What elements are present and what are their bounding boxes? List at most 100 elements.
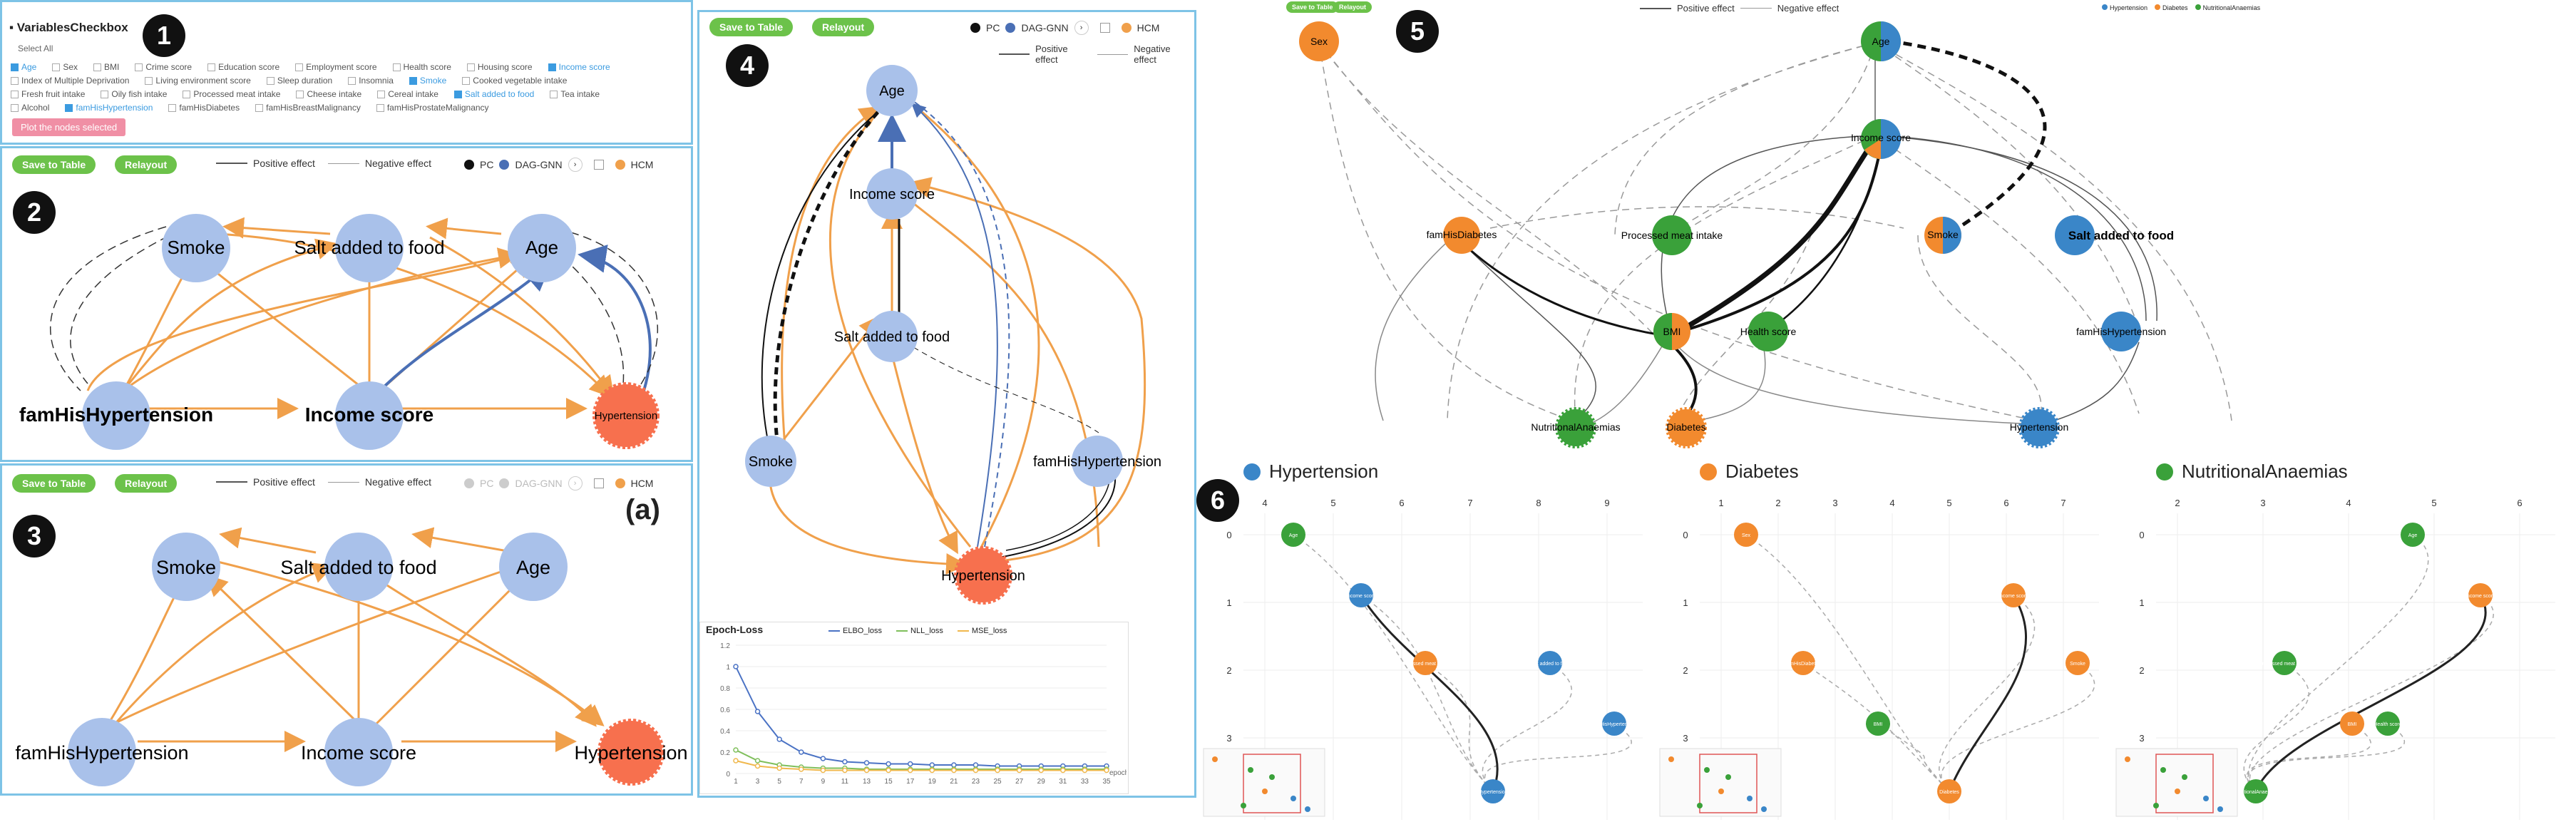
checkbox-unchecked[interactable] [296,90,304,98]
subgraph-node-age[interactable] [1281,523,1305,547]
variable-checkbox[interactable]: Salt added to food [453,89,534,99]
chevron-right-icon[interactable]: › [568,158,583,172]
variable-checkbox[interactable]: Education score [207,62,279,72]
p4-node-smoke[interactable]: Smoke [749,454,793,470]
variable-checkbox[interactable]: Oily fish intake [101,89,167,99]
p5-node-anaem[interactable]: NutritionalAnaemias [1531,421,1620,433]
subgraph-node-bmi[interactable] [2340,711,2364,736]
subgraph-node-income[interactable] [1349,583,1373,607]
loss-legend-item[interactable]: ELBO_loss [828,627,882,635]
checkbox-unchecked[interactable] [295,63,304,71]
dag-gnn-toggle-3[interactable] [499,478,510,488]
save-to-table-button-3[interactable]: Save to Table [12,474,96,493]
subgraph-node-health[interactable] [2376,711,2400,736]
checkbox-checked[interactable] [409,76,417,85]
checkbox-unchecked[interactable] [11,90,19,98]
select-all-link[interactable]: Select All [18,43,53,53]
variable-checkbox[interactable]: Sex [52,62,78,72]
subgraph-node-anaem[interactable] [2244,779,2268,803]
minimap[interactable] [1659,748,1782,817]
variable-checkbox[interactable]: Crime score [135,62,192,72]
variable-checkbox[interactable]: Tea intake [550,89,600,99]
checkbox-unchecked[interactable] [466,63,475,71]
variable-checkbox[interactable]: Employment score [295,62,377,72]
variable-checkbox[interactable]: Sleep duration [266,76,332,86]
p2-node-age[interactable]: Age [525,237,558,258]
variable-checkbox[interactable]: Living environment score [145,76,251,86]
checkbox-checked[interactable] [65,103,73,112]
checkbox-unchecked[interactable] [145,76,153,85]
variable-checkbox[interactable]: Income score [548,62,610,72]
minimap-viewport[interactable] [2155,754,2214,813]
variable-checkbox[interactable]: famHisDiabetes [168,103,240,113]
checkbox-unchecked[interactable] [255,103,264,112]
p2-node-famhis[interactable]: famHisHypertension [19,404,213,426]
checkbox-unchecked[interactable] [11,76,19,85]
variable-checkbox[interactable]: Fresh fruit intake [11,89,85,99]
checkbox-unchecked[interactable] [392,63,401,71]
relayout-button-5[interactable]: Relayout [1333,1,1372,13]
p3-node-smoke[interactable]: Smoke [156,557,216,578]
minimap-viewport[interactable] [1699,754,1757,813]
subgraph-node-age[interactable] [2401,523,2425,547]
p5-node-income[interactable]: Income score [1851,132,1911,143]
relayout-button[interactable]: Relayout [115,155,178,174]
checkbox-checked[interactable] [453,90,462,98]
subgraph-node-income[interactable] [2468,583,2493,607]
square-toggle-icon-4[interactable] [1099,23,1110,33]
p3-node-age[interactable]: Age [516,557,550,578]
checkbox-unchecked[interactable] [183,90,191,98]
dag-gnn-toggle[interactable] [499,160,510,170]
checkbox-checked[interactable] [11,63,19,71]
pc-toggle-3[interactable] [464,478,474,488]
checkbox-unchecked[interactable] [135,63,143,71]
checkbox-unchecked[interactable] [348,76,356,85]
checkbox-unchecked[interactable] [93,63,102,71]
minimap[interactable] [1203,748,1325,817]
relayout-button-4[interactable]: Relayout [812,18,875,36]
subgraph-node-bmi[interactable] [1866,711,1890,736]
variable-checkbox[interactable]: Cooked vegetable intake [462,76,567,86]
variable-checkbox[interactable]: Housing score [466,62,533,72]
variable-checkbox[interactable]: BMI [93,62,119,72]
p5-node-famhyper[interactable]: famHisHypertension [2076,326,2166,337]
subgraph-node-famhyper[interactable] [1602,711,1626,736]
variable-checkbox[interactable]: Age [11,62,36,72]
p4-node-hyper[interactable]: Hypertension [941,568,1025,584]
checkbox-unchecked[interactable] [376,103,384,112]
minimap-viewport[interactable] [1243,754,1301,813]
subgraph-node-meat[interactable] [1413,651,1437,675]
variable-checkbox[interactable]: Cheese intake [296,89,361,99]
variable-checkbox[interactable]: Insomnia [348,76,394,86]
loss-legend-item[interactable]: NLL_loss [896,627,943,635]
p2-node-hyper[interactable]: Hypertension [595,410,657,422]
variable-checkbox[interactable]: famHisProstateMalignancy [376,103,489,113]
p3-node-salt[interactable]: Salt added to food [280,557,436,578]
subgraph-node-hyper[interactable] [1481,779,1505,803]
save-to-table-button-4[interactable]: Save to Table [709,18,794,36]
subgraph-node-diab[interactable] [1937,779,1961,803]
checkbox-unchecked[interactable] [11,103,19,112]
subgraph-node-salt[interactable] [1538,651,1562,675]
p5-node-bmi[interactable]: BMI [1663,326,1681,337]
variable-checkbox[interactable]: Health score [392,62,451,72]
variable-checkbox[interactable]: Alcohol [11,103,49,113]
p5-node-smoke[interactable]: Smoke [1927,229,1959,240]
p5-node-famdiab[interactable]: famHisDiabetes [1427,229,1497,240]
p5-node-diab[interactable]: Diabetes [1666,421,1705,433]
p3-node-hyper[interactable]: Hypertension [574,742,687,764]
save-to-table-button[interactable]: Save to Table [12,155,96,174]
p4-node-famhis[interactable]: famHisHypertension [1033,454,1161,470]
pc-toggle[interactable] [464,160,474,170]
subgraph-node-smoke[interactable] [2066,651,2090,675]
p4-node-salt[interactable]: Salt added to food [834,329,950,345]
save-to-table-button-5[interactable]: Save to Table [1286,1,1339,13]
checkbox-unchecked[interactable] [168,103,177,112]
subgraph-node-famdiab[interactable] [1791,651,1815,675]
variable-checkbox[interactable]: Processed meat intake [183,89,280,99]
variable-checkbox[interactable]: Smoke [409,76,446,86]
hcm-toggle[interactable] [615,160,625,170]
checkbox-unchecked[interactable] [377,90,386,98]
hcm-toggle-4[interactable] [1121,23,1132,33]
checkbox-unchecked[interactable] [52,63,61,71]
